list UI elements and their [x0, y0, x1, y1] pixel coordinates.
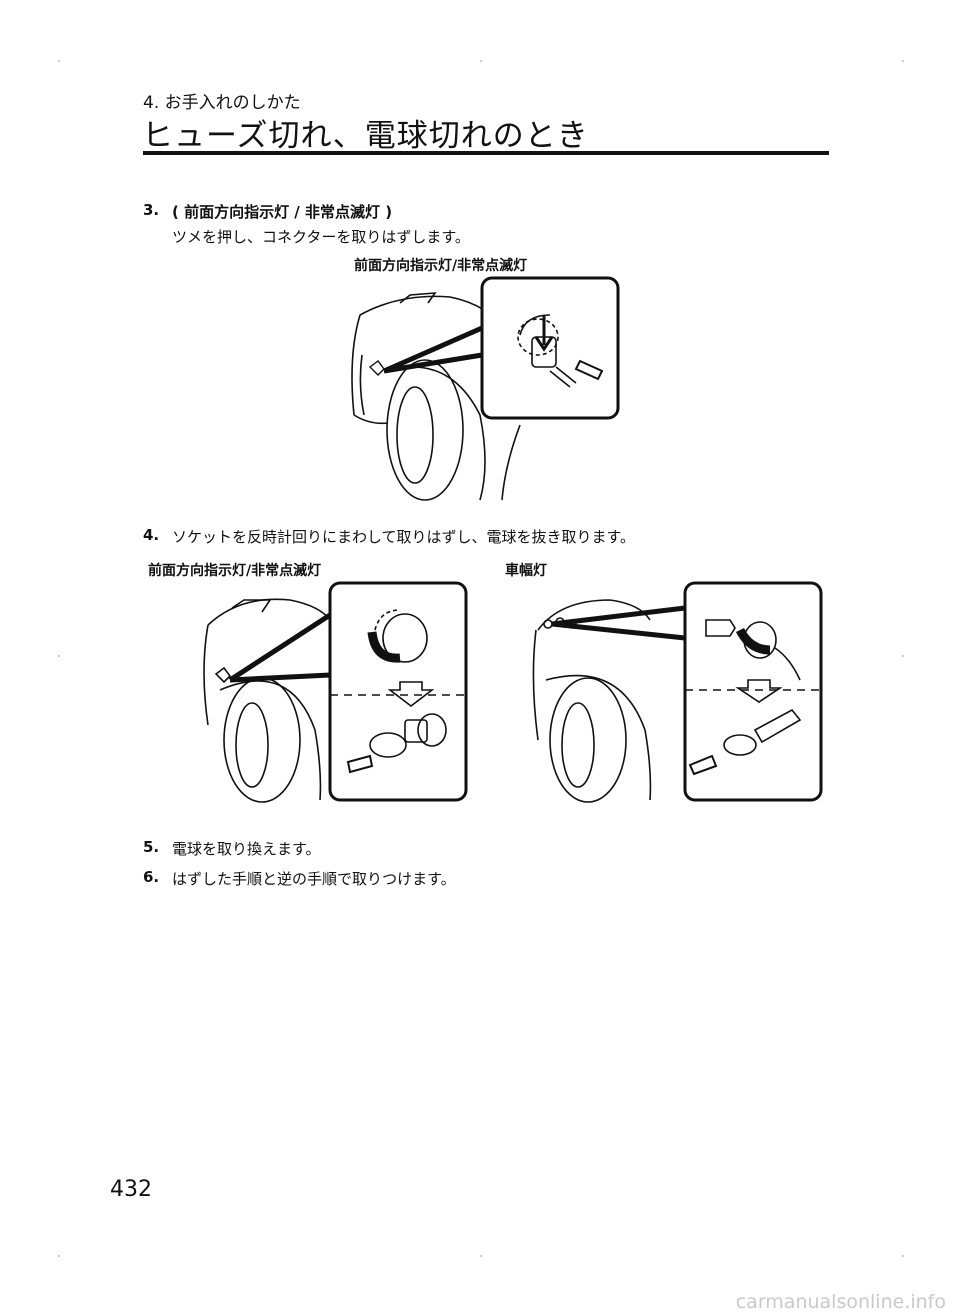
- figure-caption: 前面方向指示灯/非常点滅灯: [148, 563, 322, 579]
- figure-caption: 前面方向指示灯/非常点滅灯: [354, 258, 528, 274]
- figure-caption: 車幅灯: [505, 563, 547, 579]
- step-6: 6. はずした手順と逆の手順で取りつけます。: [143, 868, 843, 890]
- step-5: 5. 電球を取り換えます。: [143, 838, 843, 860]
- step-3: 3. ( 前面方向指示灯 / 非常点滅灯 ) ツメを押し、コネクターを取りはずし…: [143, 201, 843, 247]
- figure-2-illustration: [203, 581, 468, 803]
- title-rule: [143, 151, 829, 155]
- section-label: 4. お手入れのしかた: [143, 93, 301, 113]
- step-text: ツメを押し、コネクターを取りはずします。: [172, 228, 470, 246]
- step-number: 3.: [143, 201, 160, 219]
- figure-3-illustration: [532, 581, 823, 803]
- figure-1-illustration: [351, 276, 620, 501]
- step-text: はずした手順と逆の手順で取りつけます。: [172, 870, 456, 888]
- step-text: ソケットを反時計回りにまわして取りはずし、電球を抜き取ります。: [172, 528, 636, 546]
- step-heading: ( 前面方向指示灯 / 非常点滅灯 ): [172, 203, 393, 221]
- step-text: 電球を取り換えます。: [172, 840, 321, 858]
- page-number: 432: [110, 1177, 152, 1202]
- footer-watermark: carmanualsonline.info: [735, 1291, 946, 1313]
- step-4: 4. ソケットを反時計回りにまわして取りはずし、電球を抜き取ります。: [143, 526, 843, 548]
- page-title: ヒューズ切れ、電球切れのとき: [142, 118, 589, 154]
- step-number: 6.: [143, 868, 160, 886]
- step-number: 5.: [143, 838, 160, 856]
- step-number: 4.: [143, 526, 160, 544]
